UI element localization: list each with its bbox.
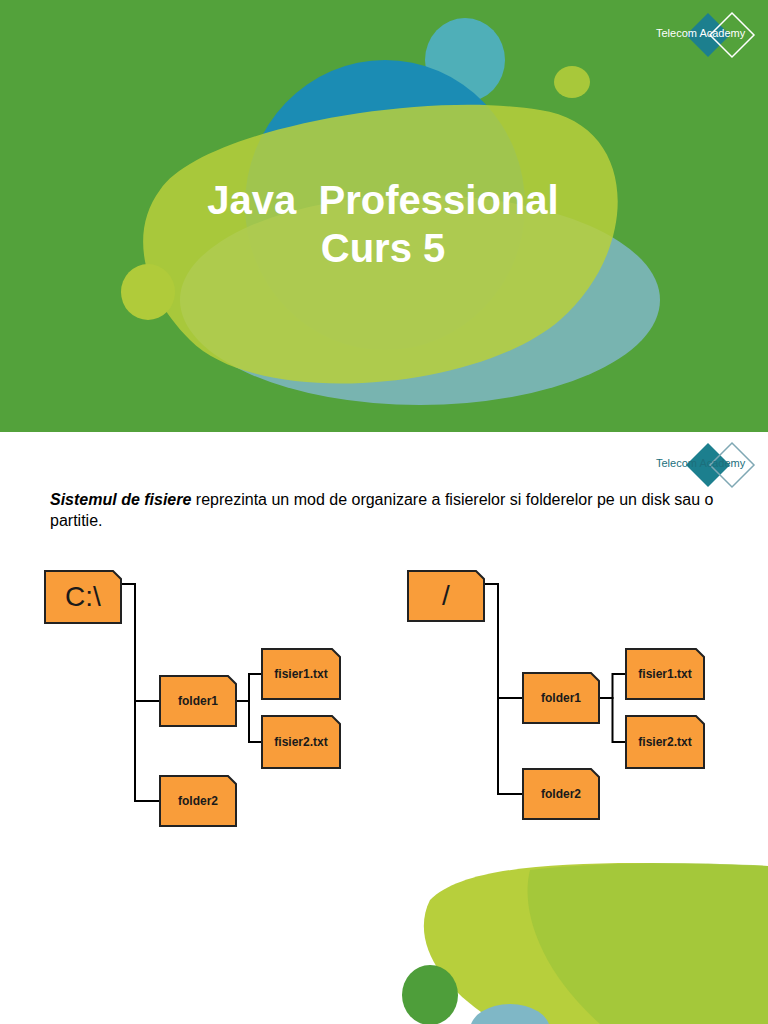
node-label: folder1 bbox=[541, 691, 581, 705]
root-folder: / bbox=[407, 570, 485, 622]
folder-box: folder1 bbox=[522, 672, 600, 724]
node-label: fisier1.txt bbox=[274, 667, 327, 681]
logo-text: Telecom Academy bbox=[656, 27, 745, 39]
tree-connector bbox=[600, 674, 625, 698]
root-folder: C:\ bbox=[44, 570, 122, 624]
tree-connector bbox=[237, 701, 261, 742]
node-label: folder2 bbox=[541, 787, 581, 801]
tree-connector bbox=[485, 584, 522, 794]
node-label: folder2 bbox=[178, 794, 218, 808]
folder-box: folder2 bbox=[522, 768, 600, 820]
node-label: folder1 bbox=[178, 694, 218, 708]
tree-connector bbox=[237, 674, 261, 701]
logo-text: Telecom Academy bbox=[656, 457, 745, 469]
tree-connector bbox=[485, 584, 522, 698]
folder-box: fisier2.txt bbox=[625, 715, 705, 769]
term: Sistemul de fisiere bbox=[50, 491, 191, 508]
tree-connector bbox=[122, 584, 159, 801]
tree-connector bbox=[122, 584, 159, 701]
intro-paragraph: Sistemul de fisiere reprezinta un mod de… bbox=[50, 490, 720, 532]
node-label: / bbox=[442, 580, 450, 612]
folder-box: fisier1.txt bbox=[261, 648, 341, 700]
node-label: fisier2.txt bbox=[638, 735, 691, 749]
folder-box: fisier2.txt bbox=[261, 715, 341, 769]
folder-box: folder1 bbox=[159, 675, 237, 727]
node-label: fisier1.txt bbox=[638, 667, 691, 681]
node-label: C:\ bbox=[65, 581, 101, 613]
node-label: fisier2.txt bbox=[274, 735, 327, 749]
folder-box: fisier1.txt bbox=[625, 648, 705, 700]
slide-title: Java Professional Curs 5 bbox=[178, 176, 588, 272]
tree-connector bbox=[600, 698, 625, 742]
folder-box: folder2 bbox=[159, 775, 237, 827]
